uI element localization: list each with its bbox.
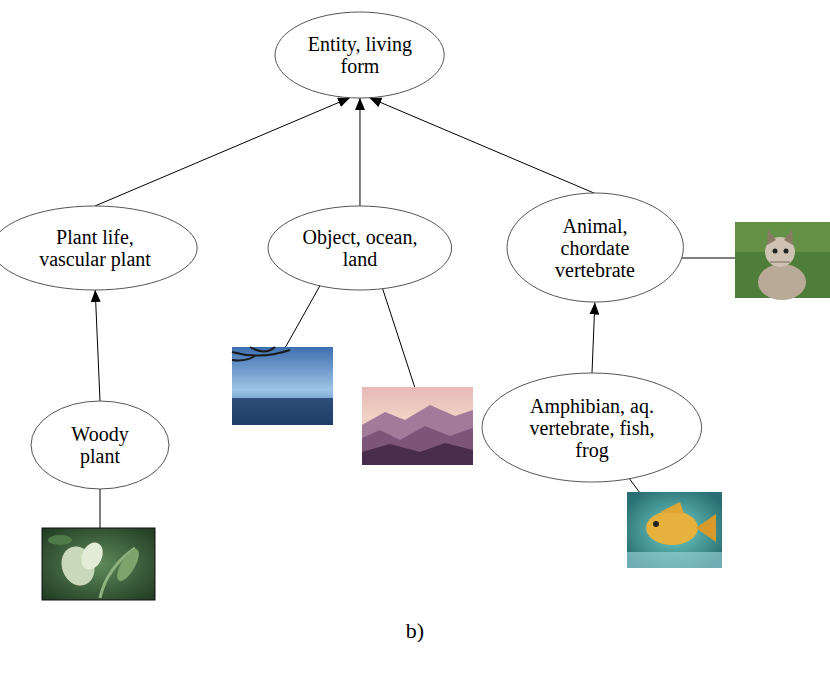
fish-photo [627, 492, 722, 568]
concept-ellipse: Animal, chordate vertebrate [506, 192, 684, 303]
label-group: Animal, chordate vertebrate [540, 215, 650, 281]
label-group: Entity, living form [307, 33, 412, 77]
concept-ellipse: Amphibian, aq. vertebrate, fish, frog [481, 372, 703, 483]
label-group: Amphibian, aq. vertebrate, fish, frog [522, 395, 662, 461]
node-label: Plant life, vascular plant [30, 226, 160, 270]
concept-ellipse: Entity, living form [274, 11, 445, 99]
node-label: Animal, chordate vertebrate [540, 215, 650, 281]
hierarchy-arrow [95, 98, 350, 206]
hierarchy-arrow [592, 303, 595, 374]
mountain-photo [362, 387, 473, 465]
concept-ellipse: Object, ocean, land [267, 205, 453, 291]
figure-caption: b) [406, 618, 424, 644]
label-group: Plant life, vascular plant [30, 226, 160, 270]
node-label: Entity, living form [307, 33, 412, 77]
hierarchy-arrow [359, 98, 360, 206]
label-group: Object, ocean, land [302, 226, 417, 270]
concept-ellipse: Plant life, vascular plant [0, 205, 199, 291]
label-group: Woody plant [65, 423, 135, 467]
node-label: Object, ocean, land [302, 226, 417, 270]
concept-ellipse: Woody plant [30, 400, 170, 490]
node-label: Amphibian, aq. vertebrate, fish, frog [522, 395, 662, 461]
plant-photo [42, 528, 155, 600]
node-label: Woody plant [65, 423, 135, 467]
cat-photo [735, 222, 830, 300]
hierarchy-arrow [95, 290, 100, 401]
ocean-photo [232, 347, 333, 425]
hierarchy-arrow [369, 98, 595, 194]
